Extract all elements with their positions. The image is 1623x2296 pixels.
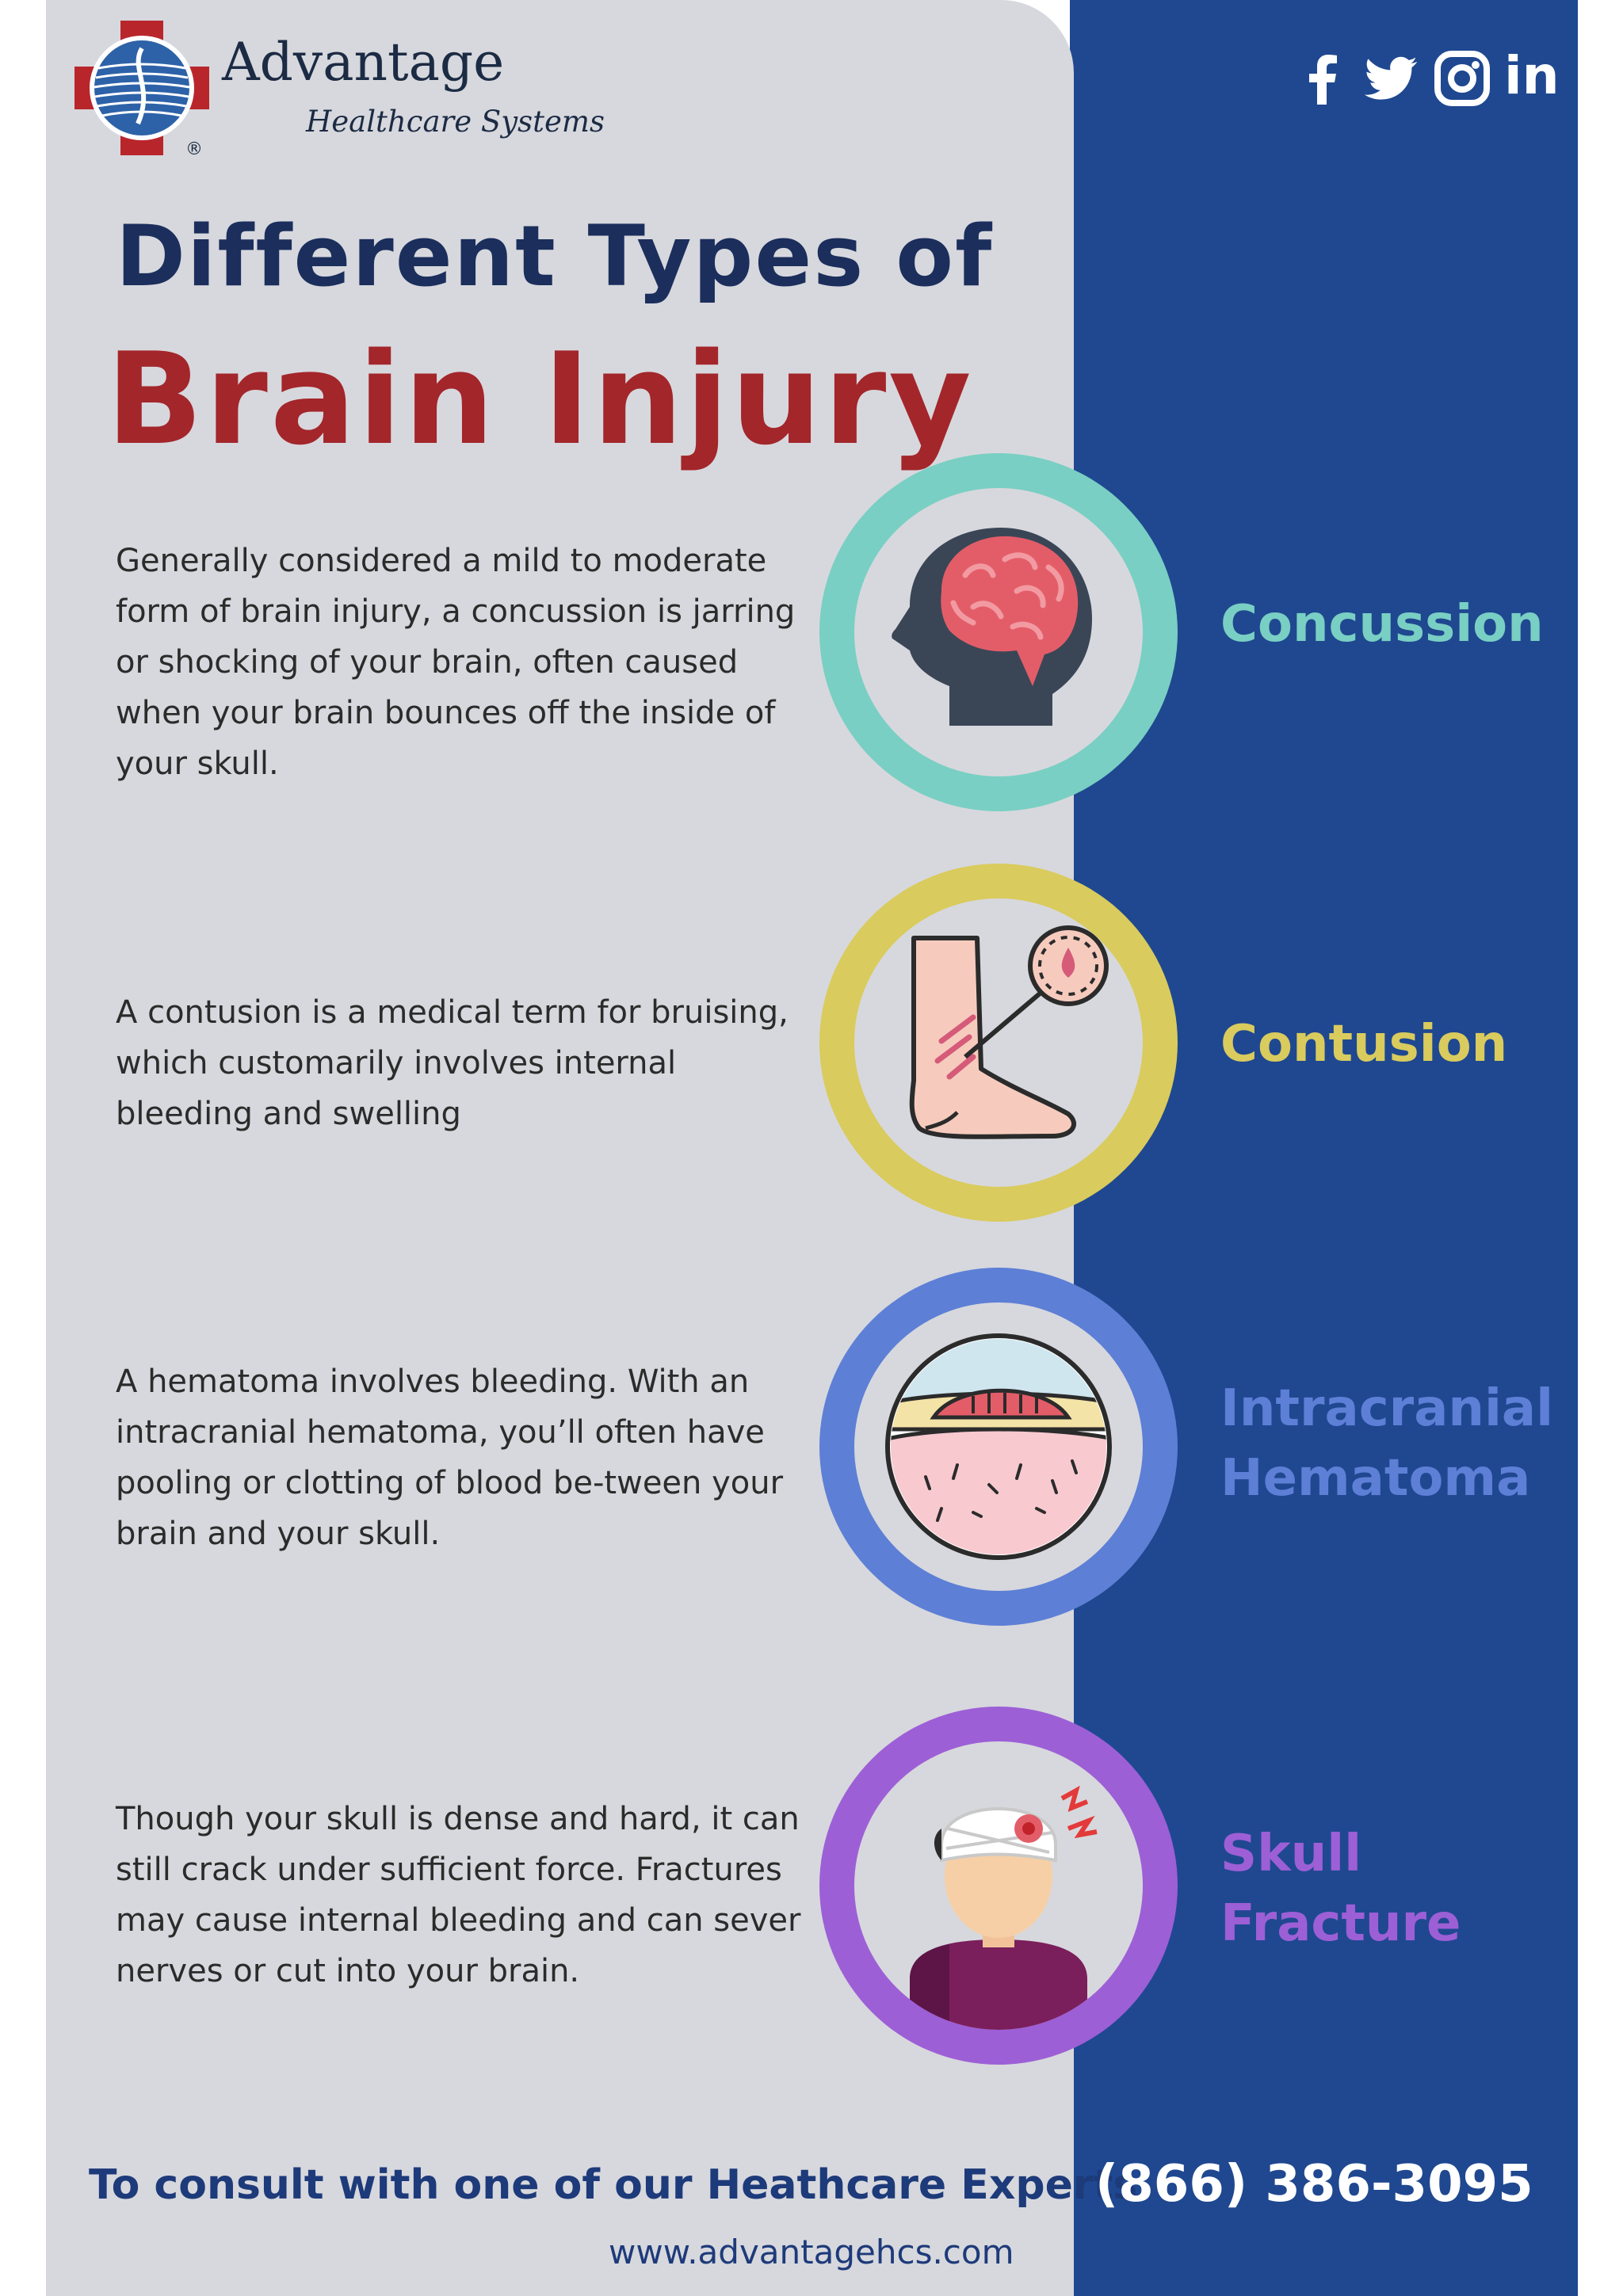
- injured-head-icon: [910, 1785, 1098, 2030]
- consult-call-to-action: To consult with one of our Heathcare Exp…: [89, 2161, 1138, 2209]
- brand-tagline: Healthcare Systems: [306, 105, 605, 139]
- contusion-label: Contusion: [1220, 1015, 1508, 1074]
- brain-head-icon: [892, 528, 1092, 726]
- fracture-label-line-1: Skull: [1220, 1825, 1362, 1883]
- blood-clot-icon: [885, 1333, 1112, 1560]
- title-line-1: Different Types of: [116, 208, 994, 305]
- fracture-label-line-2: Fracture: [1220, 1894, 1461, 1953]
- medical-cross-logo-icon: [74, 21, 209, 155]
- contusion-description: A contusion is a medical term for bruisi…: [116, 994, 789, 1132]
- phone-number-link[interactable]: (866) 386-3095: [1095, 2155, 1533, 2214]
- concussion-label: Concussion: [1220, 595, 1544, 654]
- hematoma-description: A hematoma involves bleeding. With an in…: [116, 1363, 784, 1552]
- linkedin-icon[interactable]: in: [1504, 45, 1560, 106]
- concussion-icon-circle: [819, 453, 1178, 811]
- bruised-foot-icon: [909, 925, 1109, 1139]
- title-line-2: Brain Injury: [106, 325, 974, 473]
- brand-name: Advantage: [222, 32, 505, 93]
- contusion-icon-circle: [819, 864, 1178, 1222]
- registered-mark: ®: [185, 139, 203, 159]
- fracture-description: Though your skull is dense and hard, it …: [116, 1801, 801, 1989]
- website-link[interactable]: www.advantagehcs.com: [609, 2233, 1014, 2271]
- brand-logo[interactable]: Advantage Healthcare Systems ®: [74, 21, 605, 163]
- hematoma-icon-circle: [819, 1268, 1178, 1626]
- fracture-icon-circle: [819, 1707, 1178, 2065]
- facebook-icon[interactable]: [1293, 49, 1352, 108]
- twitter-icon[interactable]: [1363, 49, 1422, 108]
- hematoma-label-line-2: Hematoma: [1220, 1449, 1531, 1508]
- hematoma-label-line-1: Intracranial: [1220, 1379, 1554, 1438]
- concussion-description: Generally considered a mild to moderate …: [116, 543, 796, 782]
- instagram-icon[interactable]: [1433, 49, 1491, 108]
